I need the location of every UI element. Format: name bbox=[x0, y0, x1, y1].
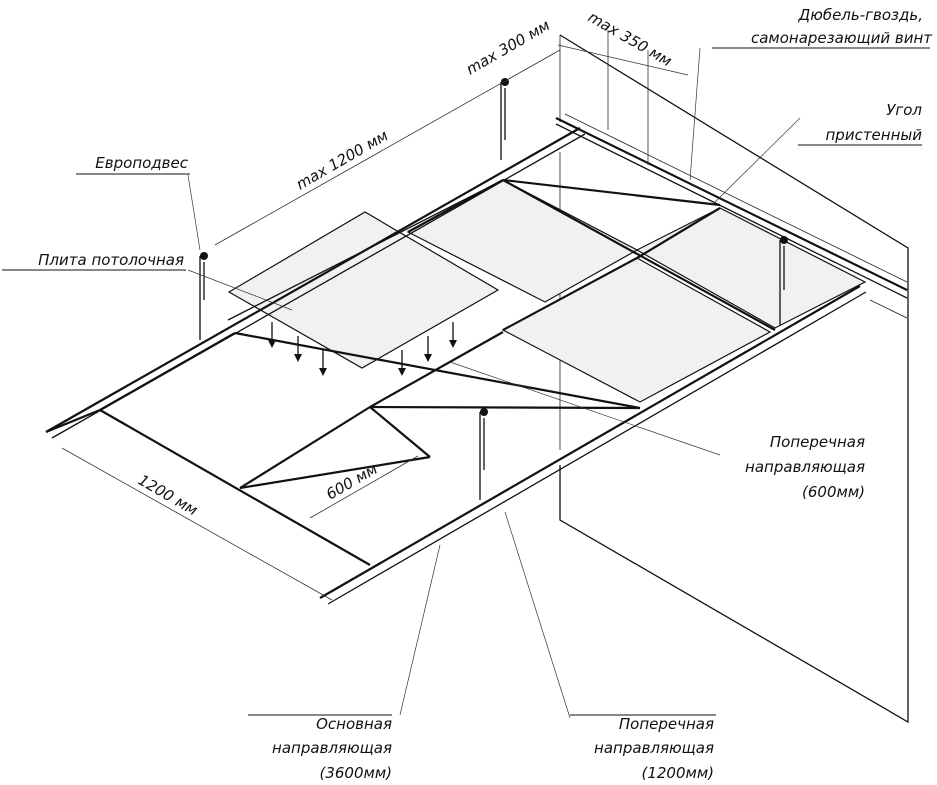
label-cross600-1: Поперечная bbox=[770, 433, 865, 451]
hanger-left bbox=[199, 252, 208, 340]
dim-600: 600 мм bbox=[323, 460, 381, 504]
ceiling-tiles bbox=[227, 179, 867, 403]
wall-angle bbox=[555, 113, 908, 319]
label-corner: Угол bbox=[886, 101, 922, 119]
arrow-down-icon bbox=[319, 350, 327, 376]
label-corner-2: пристенный bbox=[826, 126, 923, 144]
tile-back-right bbox=[635, 207, 867, 329]
cross-rail-1 bbox=[99, 409, 371, 566]
label-dowel: Дюбель-гвоздь, bbox=[797, 6, 923, 24]
leader-lines bbox=[187, 47, 801, 719]
dim-max350: max 350 мм bbox=[585, 8, 675, 70]
label-cross600-3: (600мм) bbox=[802, 483, 865, 501]
arrow-down-icon bbox=[449, 322, 457, 348]
label-main-3: (3600мм) bbox=[319, 764, 392, 782]
label-main-2: направляющая bbox=[272, 739, 392, 757]
dim-max1200: max 1200 мм bbox=[293, 126, 391, 193]
label-underlines bbox=[2, 47, 930, 716]
main-rails bbox=[45, 127, 867, 605]
arrow-down-icon bbox=[294, 336, 302, 362]
label-dowel-2: самонарезающий винт bbox=[751, 29, 933, 47]
cross-rails bbox=[45, 179, 776, 566]
arrow-down-icon bbox=[268, 322, 276, 348]
label-cross1200-2: направляющая bbox=[594, 739, 714, 757]
hanger-back bbox=[500, 78, 509, 160]
hanger-right bbox=[779, 236, 788, 325]
label-cross1200-1: Поперечная bbox=[619, 715, 714, 733]
arrow-down-icon bbox=[424, 336, 432, 362]
hanger-front bbox=[479, 408, 488, 500]
tile-lifted bbox=[227, 211, 500, 369]
main-rail-front bbox=[319, 285, 861, 599]
dim-max300: max 300 мм bbox=[463, 16, 553, 78]
dimension-lines bbox=[61, 30, 689, 601]
label-cross1200-3: (1200мм) bbox=[641, 764, 714, 782]
label-main-1: Основная bbox=[316, 715, 392, 733]
main-rail-middle bbox=[99, 332, 236, 411]
hangers bbox=[199, 78, 788, 500]
cross-rail-2 bbox=[234, 331, 641, 410]
label-plate: Плита потолочная bbox=[38, 251, 184, 269]
placement-arrows bbox=[268, 322, 457, 376]
label-cross600-2: направляющая bbox=[745, 458, 865, 476]
label-europodves: Европодвес bbox=[95, 154, 188, 172]
arrow-down-icon bbox=[398, 350, 406, 376]
main-rail-left bbox=[45, 127, 581, 433]
